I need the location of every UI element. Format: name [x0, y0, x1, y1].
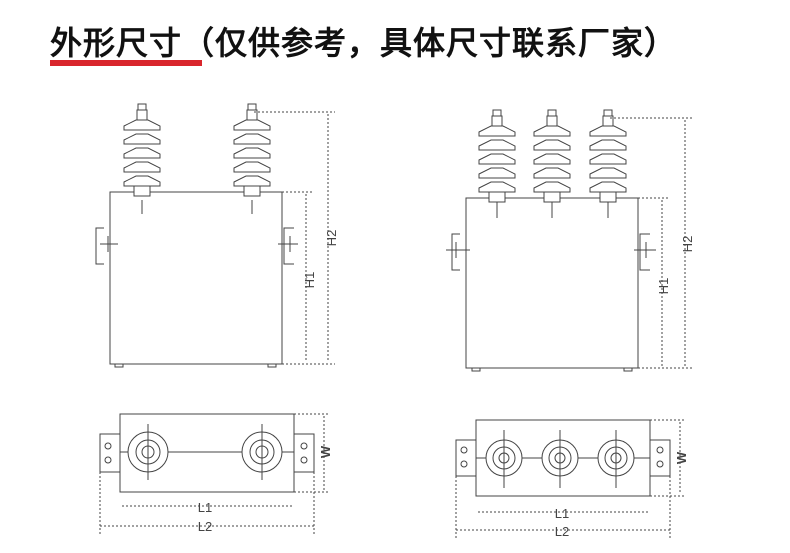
right-handle-l: [451, 233, 460, 271]
left-handle-r: [283, 227, 294, 265]
left-h2-label: H2: [324, 230, 339, 247]
right-top-mount-l: [455, 439, 479, 477]
right-bushing-3: [589, 109, 627, 203]
right-case-body: [465, 197, 639, 369]
left-front-view: [95, 103, 335, 368]
right-l2-label: L2: [555, 524, 569, 539]
title-underline: [50, 60, 202, 66]
left-handle-l: [95, 227, 104, 265]
right-bushing-2: [533, 109, 571, 203]
left-case-body: [109, 191, 283, 365]
left-top-view: [99, 413, 330, 534]
right-bushing-1: [478, 109, 516, 203]
right-w-label: W: [674, 451, 689, 464]
left-l2-label: L2: [198, 519, 212, 534]
left-bushing-2: [233, 103, 271, 197]
left-top-mount-r: [291, 433, 315, 473]
left-l1-label: L1: [198, 500, 212, 515]
left-bushing-1: [123, 103, 161, 197]
right-handle-r: [639, 233, 650, 271]
right-front-view: [446, 109, 692, 372]
right-l1-label: L1: [555, 506, 569, 521]
right-h1-label: H1: [656, 278, 671, 295]
right-h2-label: H2: [680, 236, 695, 253]
page-header: 外形尺寸（仅供参考，具体尺寸联系厂家）: [50, 14, 790, 74]
left-h1-label: H1: [302, 272, 317, 289]
left-w-label: W: [318, 445, 333, 458]
page-title: 外形尺寸（仅供参考，具体尺寸联系厂家）: [50, 24, 678, 62]
right-top-view: [455, 419, 686, 538]
right-top-mount-r: [647, 439, 671, 477]
left-top-mount-l: [99, 433, 123, 473]
